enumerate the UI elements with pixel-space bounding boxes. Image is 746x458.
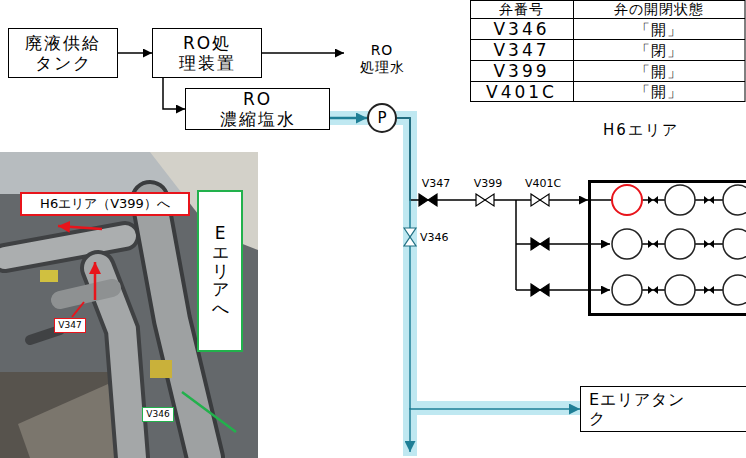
label-text: V399	[493, 61, 549, 81]
label-text: 「開」	[635, 83, 683, 101]
pump-circle: P	[367, 103, 397, 133]
photo-callout: Eエリアへ	[197, 190, 243, 352]
label-text: V347	[493, 40, 549, 60]
valve-label: V347	[416, 176, 456, 191]
open-valve	[476, 194, 494, 206]
label-text: V401C	[486, 82, 557, 102]
table-header: 弁番号	[470, 0, 573, 19]
label-text: V401C	[525, 177, 561, 190]
pipe-connector	[118, 52, 152, 54]
open-valve	[531, 194, 549, 206]
table-cell: V401C	[470, 82, 573, 102]
table-cell: 「開」	[573, 19, 745, 40]
photo-tag: V346	[142, 407, 174, 422]
site-photo	[0, 152, 258, 458]
valve-table-grid	[470, 0, 745, 102]
label-text: V347	[422, 177, 451, 190]
closed-valve	[531, 284, 549, 296]
treated-water-arrow	[262, 52, 344, 54]
pipe-connector	[397, 118, 588, 200]
flow-highlight	[330, 118, 410, 456]
label-text: V346	[493, 19, 549, 39]
process-box: RO処 理装置	[152, 28, 262, 78]
label-text: 弁の開閉状態	[614, 1, 704, 18]
tank-box: Eエリアタン ク	[580, 386, 746, 432]
table-cell: V346	[470, 19, 573, 40]
flow-highlight	[410, 401, 580, 415]
outlet-label: RO 処理水	[346, 36, 418, 82]
node-text: RO 濃縮塩水	[206, 89, 310, 130]
node-text: H6エリア（V399）へ	[40, 196, 170, 212]
photo-tag: V347	[54, 318, 86, 333]
node-text: Eエリアタン ク	[589, 390, 697, 428]
area-heading: H6エリア	[603, 121, 679, 139]
brine-box: RO 濃縮塩水	[185, 88, 330, 130]
outlet-arrow	[409, 408, 411, 452]
label-text: 「開」	[635, 21, 683, 39]
tank-circles	[612, 185, 746, 305]
label-text: 「開」	[635, 63, 683, 81]
photo-callout: H6エリア（V399）へ	[20, 192, 190, 216]
node-text: 廃液供給 タンク	[17, 33, 109, 74]
table-cell: 「開」	[573, 82, 745, 102]
node-text: P	[377, 109, 386, 127]
pipe-connector	[397, 118, 580, 409]
pipe-connector	[330, 117, 367, 120]
node-text: RO処 理装置	[170, 33, 244, 74]
valve-label: V399	[468, 176, 508, 191]
table-cell: 「開」	[573, 61, 745, 82]
table-cell: V399	[470, 61, 573, 82]
label-text: 弁番号	[499, 1, 544, 18]
pipe-connector	[163, 78, 185, 109]
label-text: RO 処理水	[354, 42, 410, 76]
tank-box: 廃液供給 タンク	[8, 28, 118, 78]
tank-link-valves	[648, 196, 714, 294]
tank-area-frame: H6エリア	[588, 180, 746, 316]
closed-valve	[531, 238, 549, 250]
closed-valve	[419, 194, 437, 206]
valve-label: V346	[420, 230, 460, 245]
node-text: V347	[58, 320, 81, 331]
node-text: V346	[146, 409, 169, 420]
table-cell: V347	[470, 40, 573, 61]
label-text: V399	[474, 177, 503, 190]
label-text: 「閉」	[635, 42, 683, 60]
open-valve	[404, 228, 416, 246]
table-cell: 「閉」	[573, 40, 745, 61]
table-header: 弁の開閉状態	[573, 0, 745, 19]
node-text: Eエリアへ	[212, 224, 229, 317]
label-text: V346	[420, 231, 449, 244]
valve-label: V401C	[520, 176, 566, 191]
